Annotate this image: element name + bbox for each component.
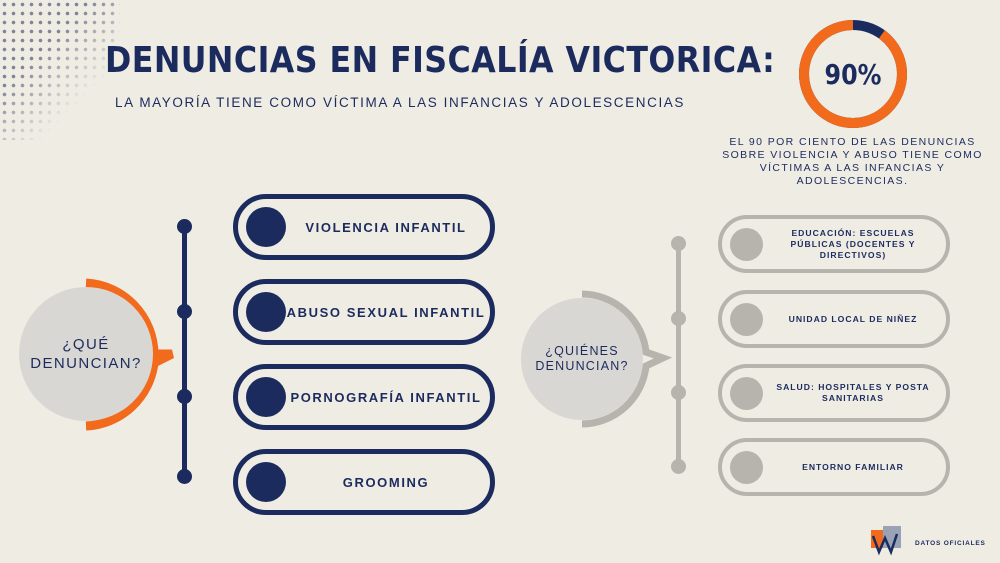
left-item-dot xyxy=(246,462,286,502)
left-item-label: ABUSO SEXUAL INFANTIL xyxy=(286,304,486,320)
right-item-unidad-local-ninez: UNIDAD LOCAL DE NIÑEZ xyxy=(718,290,950,348)
right-item-dot xyxy=(730,303,763,336)
left-item-violencia-infantil: VIOLENCIA INFANTIL xyxy=(233,194,495,260)
footer-source: DATOS OFICIALES xyxy=(915,540,986,547)
left-item-pornografia-infantil: PORNOGRAFÍA INFANTIL xyxy=(233,364,495,430)
right-item-label: SALUD: HOSPITALES Y POSTA SANITARIAS xyxy=(776,382,930,403)
left-timeline-node xyxy=(177,469,192,484)
right-timeline-node xyxy=(671,311,686,326)
percentage-description: EL 90 POR CIENTO DE LAS DENUNCIAS SOBRE … xyxy=(722,136,983,187)
right-item-entorno-familiar: ENTORNO FAMILIAR xyxy=(718,438,950,496)
right-item-dot xyxy=(730,451,763,484)
page-title: DENUNCIAS EN FISCALÍA VICTORICA: xyxy=(105,40,776,81)
right-item-dot xyxy=(730,377,763,410)
left-question-bubble: ¿QUÉ DENUNCIAN? xyxy=(19,287,153,421)
right-item-salud: SALUD: HOSPITALES Y POSTA SANITARIAS xyxy=(718,364,950,422)
left-item-dot xyxy=(246,207,286,247)
right-item-educacion: EDUCACIÓN: ESCUELAS PÚBLICAS (DOCENTES Y… xyxy=(718,215,950,273)
right-timeline-node xyxy=(671,459,686,474)
left-timeline-node xyxy=(177,389,192,404)
right-question-bubble: ¿QUIÉNES DENUNCIAN? xyxy=(521,298,643,420)
right-item-label: EDUCACIÓN: ESCUELAS PÚBLICAS (DOCENTES Y… xyxy=(790,227,916,260)
left-item-label: GROOMING xyxy=(342,474,430,490)
left-item-label: VIOLENCIA INFANTIL xyxy=(305,219,467,235)
right-item-label: ENTORNO FAMILIAR xyxy=(802,461,904,472)
left-timeline-node xyxy=(177,219,192,234)
right-item-dot xyxy=(730,228,763,261)
right-timeline-node xyxy=(671,236,686,251)
left-timeline-node xyxy=(177,304,192,319)
left-item-abuso-sexual-infantil: ABUSO SEXUAL INFANTIL xyxy=(233,279,495,345)
right-timeline-line xyxy=(676,243,681,467)
right-item-label: UNIDAD LOCAL DE NIÑEZ xyxy=(788,313,918,324)
decorative-dot-pattern xyxy=(0,0,120,140)
left-item-label: PORNOGRAFÍA INFANTIL xyxy=(290,389,482,405)
page-subtitle: LA MAYORÍA TIENE COMO VÍCTIMA A LAS INFA… xyxy=(115,95,686,110)
left-timeline-line xyxy=(182,224,187,479)
footer-logo-icon xyxy=(871,526,901,556)
percentage-ring xyxy=(799,20,907,128)
ring-progress-arc xyxy=(799,20,907,128)
left-item-dot xyxy=(246,292,286,332)
right-timeline-node xyxy=(671,385,686,400)
percentage-value: 90% xyxy=(824,57,882,91)
left-item-dot xyxy=(246,377,286,417)
left-item-grooming: GROOMING xyxy=(233,449,495,515)
